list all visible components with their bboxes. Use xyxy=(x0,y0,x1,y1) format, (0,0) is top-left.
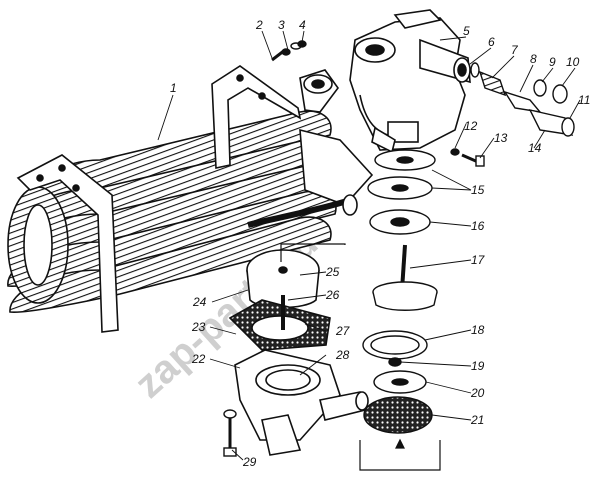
callout-6: 6 xyxy=(488,35,495,49)
callout-19: 19 xyxy=(471,359,485,373)
callout-14: 14 xyxy=(528,141,542,155)
valve-body xyxy=(349,9,471,154)
plug-assembly xyxy=(470,62,575,137)
callout-4: 4 xyxy=(299,18,306,32)
callout-10: 10 xyxy=(566,55,580,69)
callout-1: 1 xyxy=(170,81,177,95)
flow-bracket xyxy=(280,243,441,471)
bolt-29 xyxy=(223,409,237,457)
callout-7: 7 xyxy=(511,43,519,57)
disc-stack xyxy=(367,149,436,235)
callout-13: 13 xyxy=(494,131,508,145)
callout-18: 18 xyxy=(471,323,485,337)
callout-20: 20 xyxy=(470,386,485,400)
callout-12: 12 xyxy=(464,119,478,133)
callout-25: 25 xyxy=(325,265,340,279)
heater-coil xyxy=(7,65,374,333)
mounting-plate xyxy=(299,128,374,206)
callout-24: 24 xyxy=(192,295,207,309)
callout-16: 16 xyxy=(471,219,485,233)
lower-pipe xyxy=(247,197,351,228)
coil-tubes xyxy=(7,110,337,314)
callout-21: 21 xyxy=(470,413,484,427)
callout-5: 5 xyxy=(463,24,470,38)
callout-28: 28 xyxy=(335,348,350,362)
callout-11: 11 xyxy=(578,93,590,107)
callout-3: 3 xyxy=(278,18,285,32)
callout-15: 15 xyxy=(471,183,485,197)
callout-2: 2 xyxy=(255,18,263,32)
callout-26: 26 xyxy=(325,288,340,302)
callout-27: 27 xyxy=(335,324,351,338)
callout-labels: 1 2 3 4 5 6 7 8 9 10 11 12 13 14 15 16 1… xyxy=(170,18,590,469)
callout-29: 29 xyxy=(242,455,257,469)
callout-17: 17 xyxy=(471,253,486,267)
leader-lines xyxy=(157,30,581,461)
lower-diaphragm-stack xyxy=(362,330,433,434)
callout-8: 8 xyxy=(530,52,537,66)
callout-9: 9 xyxy=(549,55,556,69)
callout-22: 22 xyxy=(191,352,206,366)
bolt-13 xyxy=(450,148,485,167)
front-bracket xyxy=(16,154,119,333)
bolt-and-washers xyxy=(271,40,307,62)
stem-and-cup xyxy=(372,244,438,311)
rear-bracket xyxy=(211,65,302,169)
callout-23: 23 xyxy=(191,320,206,334)
